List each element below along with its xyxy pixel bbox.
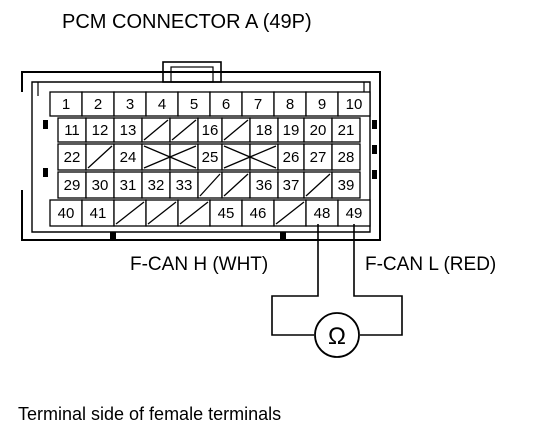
terminal-number: 24	[120, 149, 137, 166]
ohmmeter-icon: Ω	[314, 312, 360, 358]
terminal-number: 36	[256, 177, 273, 194]
terminal-number: 39	[338, 177, 355, 194]
terminal-cell	[331, 117, 361, 143]
empty-cavity-hatch	[171, 119, 197, 141]
terminal-number: 40	[58, 205, 75, 222]
terminal-row: 22 24 25 26 27 28	[57, 143, 361, 171]
terminal-number: 19	[283, 122, 300, 139]
terminal-cell	[113, 143, 143, 171]
terminal-cell	[113, 91, 147, 117]
terminal-cell	[197, 117, 223, 143]
terminal-number: 29	[64, 177, 81, 194]
terminal-cell	[249, 117, 279, 143]
terminal-cell	[305, 91, 339, 117]
terminal-number: 1	[62, 96, 70, 113]
terminal-number: 27	[310, 149, 327, 166]
terminal-cell	[169, 171, 199, 199]
terminal-cell	[209, 199, 243, 227]
terminal-number: 49	[346, 205, 363, 222]
terminal-row: 11 12 13 16 18 19 20 21	[57, 117, 361, 143]
terminal-number: 2	[94, 96, 102, 113]
empty-cavity-hatch	[305, 173, 331, 197]
terminal-number: 12	[92, 122, 109, 139]
empty-cavity-hatch	[223, 119, 249, 141]
footer-caption: Terminal side of female terminals	[18, 404, 281, 424]
terminal-number: 46	[250, 205, 267, 222]
terminal-number: 30	[92, 177, 109, 194]
terminal-cell	[337, 199, 371, 227]
empty-cavity-hatch	[143, 119, 169, 141]
terminal-number: 26	[283, 149, 300, 166]
terminal-number: 3	[126, 96, 134, 113]
terminal-cell	[241, 199, 275, 227]
terminal-number: 21	[338, 122, 355, 139]
terminal-cell	[57, 117, 87, 143]
terminal-cell	[337, 91, 371, 117]
terminal-cell	[241, 91, 275, 117]
terminal-cell	[249, 143, 279, 171]
empty-cavity-hatch	[115, 201, 145, 225]
terminal-cell	[177, 91, 211, 117]
terminal-number: 28	[338, 149, 355, 166]
connector-housing	[21, 61, 381, 241]
empty-cavity-hatch	[87, 145, 113, 169]
terminal-number: 8	[286, 96, 294, 113]
terminal-number: 25	[202, 149, 219, 166]
empty-cavity-hatch	[223, 173, 249, 197]
terminal-cell	[169, 143, 199, 171]
terminal-cell	[141, 171, 171, 199]
terminal-number: 13	[120, 122, 137, 139]
terminal-number: 33	[176, 177, 193, 194]
terminal-cell	[141, 143, 171, 171]
terminal-number: 9	[318, 96, 326, 113]
terminal-number: 41	[90, 205, 107, 222]
terminal-cell	[305, 199, 339, 227]
f-can-l-label: F-CAN L (RED)	[365, 254, 496, 275]
terminal-cell	[277, 171, 305, 199]
terminal-number: 7	[254, 96, 262, 113]
terminal-row: 1 2 3 4 5 6 7 8 9 10	[49, 91, 371, 117]
terminal-number: 20	[310, 122, 327, 139]
terminal-cell	[197, 143, 223, 171]
terminal-number: 37	[283, 177, 300, 194]
terminal-cell	[303, 117, 333, 143]
terminal-cell	[113, 117, 143, 143]
terminal-row: 40 41 45 46 48 49	[49, 199, 371, 227]
terminal-cell	[145, 91, 179, 117]
terminal-number: 10	[346, 96, 363, 113]
connector-locks	[43, 120, 377, 240]
empty-cavity-hatch	[275, 201, 305, 225]
ohm-symbol: Ω	[328, 323, 346, 350]
probe-wires	[271, 224, 403, 336]
terminal-number: 6	[222, 96, 230, 113]
terminal-cell	[209, 91, 243, 117]
terminal-cell	[331, 171, 361, 199]
terminal-number: 5	[190, 96, 198, 113]
f-can-h-label: F-CAN H (WHT)	[130, 254, 268, 275]
connector-title: PCM CONNECTOR A (49P)	[62, 11, 312, 33]
terminal-cell	[81, 91, 115, 117]
terminal-row: 29 30 31 32 33 36 37 39	[57, 171, 361, 199]
terminal-cell	[277, 143, 305, 171]
empty-cavity-hatch	[179, 201, 209, 225]
terminal-number: 48	[314, 205, 331, 222]
terminal-number: 16	[202, 122, 219, 139]
empty-cavity-cross	[143, 145, 197, 169]
terminal-number: 4	[158, 96, 166, 113]
terminal-number: 31	[120, 177, 137, 194]
terminal-number: 11	[64, 122, 80, 139]
terminal-cell	[331, 143, 361, 171]
terminal-number: 45	[218, 205, 235, 222]
empty-cavity-cross	[223, 145, 277, 169]
empty-cavity-hatch	[147, 201, 177, 225]
empty-cavity-hatch	[199, 173, 221, 197]
terminal-number: 18	[256, 122, 273, 139]
terminal-number: 32	[148, 177, 165, 194]
terminal-cell	[221, 143, 251, 171]
terminal-number: 22	[64, 149, 81, 166]
